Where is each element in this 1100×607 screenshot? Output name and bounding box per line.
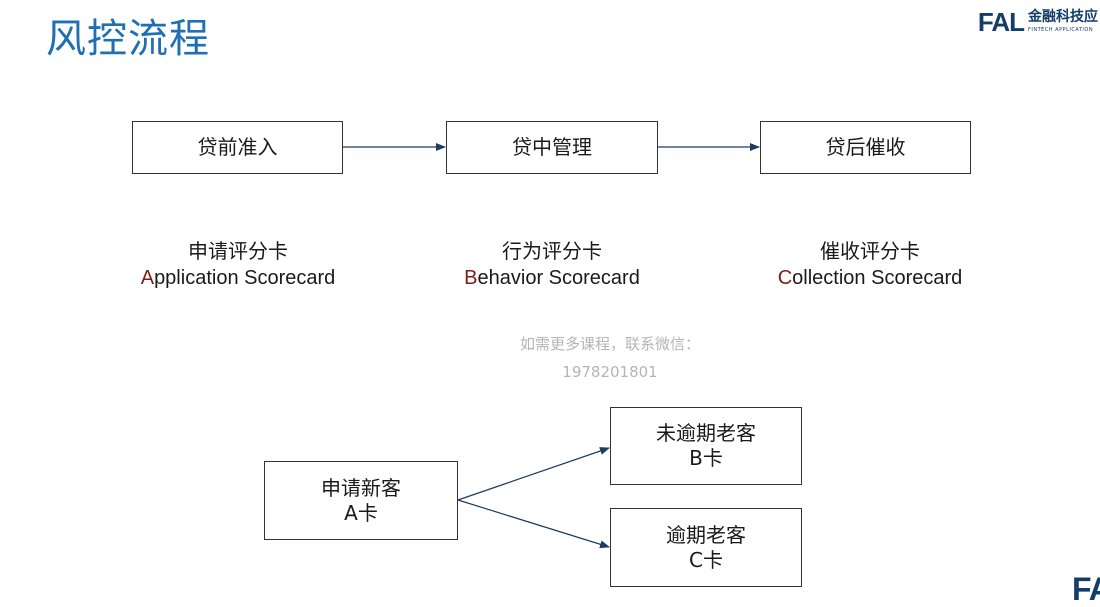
tree-upper-line2: B卡: [689, 446, 723, 470]
logo-cn: 金融科技应: [1028, 9, 1098, 25]
stage-preloan-box: 贷前准入: [132, 121, 343, 174]
logo-en: FINTECH APPLICATION: [1028, 27, 1094, 33]
tree-lower-line2: C卡: [689, 547, 723, 572]
scorecard-application-cn: 申请评分卡: [188, 241, 288, 263]
fal-logo: FAL 金融科技应 FINTECH APPLICATION: [978, 8, 1098, 36]
arrow-root-to-lower: [457, 499, 610, 549]
scorecard-behavior-en: Behavior Scorecard: [464, 267, 640, 289]
logo-text: 金融科技应 FINTECH APPLICATION: [1028, 8, 1098, 34]
tree-upper-line1: 未逾期老客: [656, 421, 756, 445]
stage-postloan-label: 贷后催收: [825, 135, 906, 159]
scorecard-application-en: Application Scorecard: [140, 267, 336, 289]
scorecard-behavior-cn: 行为评分卡: [502, 241, 602, 263]
scorecard-collection-cn: 催收评分卡: [820, 241, 920, 263]
tree-root-line2: A卡: [344, 500, 378, 525]
tree-root-line1: 申请新客: [321, 475, 401, 500]
stage-preloan-label: 贷前准入: [197, 135, 278, 159]
stage-inloan-label: 贷中管理: [512, 135, 592, 159]
scorecard-behavior: 行为评分卡 Behavior Scorecard: [432, 239, 672, 291]
watermark-line2: 1978201801: [562, 363, 658, 381]
scorecard-application: 申请评分卡 Application Scorecard: [118, 239, 358, 291]
tree-lower-line1: 逾期老客: [666, 522, 746, 547]
stage-postloan-box: 贷后催收: [760, 121, 971, 174]
tree-root-box: 申请新客 A卡: [264, 461, 458, 540]
tree-upper-box: 未逾期老客 B卡: [610, 407, 802, 485]
logo-mark: FAL: [977, 7, 1025, 37]
scorecard-collection-en: Collection Scorecard: [777, 267, 963, 289]
arrow-root-to-upper: [457, 447, 610, 501]
watermark-line1: 如需更多课程，联系微信：: [519, 335, 700, 353]
watermark: 如需更多课程，联系微信： 1978201801: [470, 330, 750, 386]
scorecard-collection: 催收评分卡 Collection Scorecard: [750, 239, 990, 291]
tree-lower-box: 逾期老客 C卡: [610, 508, 802, 587]
page-title: 风控流程: [46, 16, 210, 62]
stage-inloan-box: 贷中管理: [446, 121, 658, 174]
